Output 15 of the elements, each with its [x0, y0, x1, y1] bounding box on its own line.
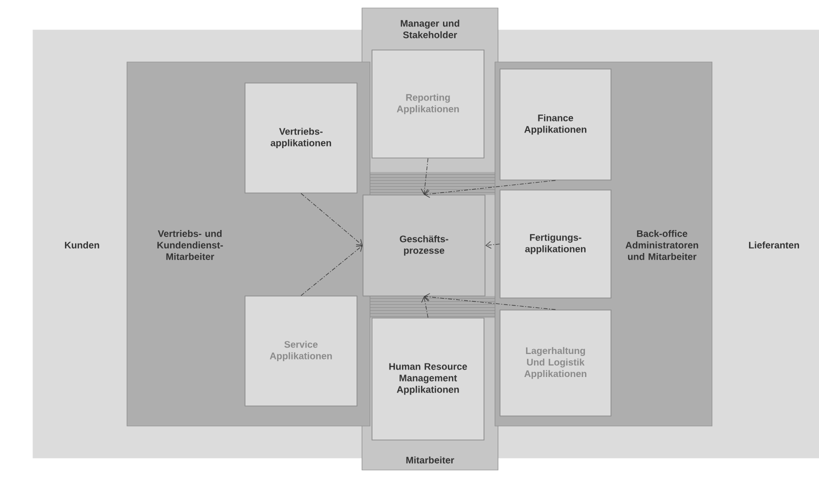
- arrow: [424, 293, 556, 310]
- application-box: Lagerhaltung Und Logistik Applikationen: [500, 310, 612, 416]
- arrow: [420, 158, 428, 195]
- arrow: [300, 193, 363, 246]
- arrow: [424, 180, 556, 198]
- application-box: Finance Applikationen: [500, 68, 612, 180]
- application-box: Fertigungs- applikationen: [500, 190, 612, 298]
- application-box: Reporting Applikationen: [372, 50, 484, 158]
- application-box: Human Resource Management Applikationen: [372, 318, 484, 440]
- application-box: Service Applikationen: [244, 296, 358, 406]
- arrow: [421, 296, 429, 318]
- application-box: Geschäfts- prozesse: [362, 194, 486, 296]
- arrow: [300, 245, 363, 296]
- application-box: Vertriebs- applikationen: [244, 82, 358, 194]
- arrow: [485, 241, 500, 249]
